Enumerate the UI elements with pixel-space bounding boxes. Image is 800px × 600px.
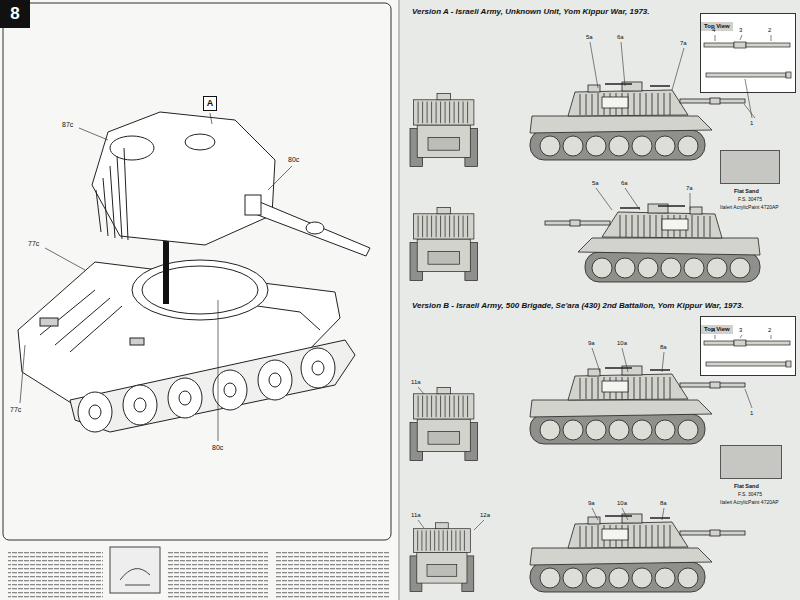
decal-number: 5a [586, 34, 593, 41]
decal-number: 10a [617, 340, 627, 347]
top-view-box: Top View [700, 316, 796, 376]
decal-number: 4 [712, 327, 715, 334]
decal-number: 2 [768, 327, 771, 334]
tank-hull-drawing [18, 260, 355, 432]
decal-number: 9a [588, 500, 595, 507]
decal-number: 9a [588, 340, 595, 347]
decal-number: 10a [617, 500, 627, 507]
decal-number: 7a [686, 185, 693, 192]
right-page [399, 0, 800, 600]
decal-number: 11a [411, 512, 421, 519]
decal-number: 4 [712, 27, 715, 34]
part-number: 77c [28, 240, 39, 248]
decal-number: 3 [739, 27, 742, 34]
step-number: 8 [0, 0, 30, 28]
decal-number: 1 [750, 120, 753, 127]
node-text: Top View [701, 325, 733, 334]
node-text: A [207, 98, 214, 108]
tank-rear-view [410, 208, 478, 281]
turret-drawing [92, 112, 370, 256]
part-number: 87c [62, 121, 73, 129]
tank-rear-view [410, 388, 478, 461]
tank-rear-view [410, 94, 478, 167]
decal-number: 1 [750, 410, 753, 417]
top-view-ground [700, 316, 796, 376]
version-caption: Version A - Israeli Army, Unknown Unit, … [412, 8, 650, 17]
color-swatch [720, 150, 780, 184]
paint-code: F.S. 30475 [738, 492, 762, 498]
tank-side-view [530, 366, 745, 444]
decal-number: 6a [617, 34, 624, 41]
decal-number: 8a [660, 344, 667, 351]
decal-number: 11a [411, 379, 421, 386]
part-number: 80c [288, 156, 299, 164]
instruction-text-block [168, 550, 268, 598]
leader-lines [418, 35, 771, 530]
decal-number: 5a [592, 180, 599, 187]
color-swatch [720, 445, 782, 479]
leader-lines [20, 113, 292, 441]
decal-number: 12a [480, 512, 490, 519]
top-view-box: Top View [700, 13, 796, 93]
part-number: 77c [10, 406, 21, 414]
version-caption: Version B - Israeli Army, 500 Brigade, S… [412, 302, 744, 311]
top-view-ground [700, 13, 796, 93]
paint-name: Flat Sand [734, 188, 759, 194]
tank-rear-view [410, 523, 474, 592]
instruction-text-block [275, 550, 390, 598]
node-text: Top View [701, 22, 733, 31]
decal-number: 2 [768, 27, 771, 34]
instruction-text-block [8, 550, 103, 598]
part-number: 80c [212, 444, 223, 452]
left-page [0, 0, 399, 600]
decal-icon [120, 569, 150, 585]
decal-number: 6a [621, 180, 628, 187]
paint-code: F.S. 30475 [738, 197, 762, 203]
paint-code: Italeri AcrylicPaint 4720AP [720, 500, 779, 506]
tank-side-view [530, 82, 745, 160]
view-tag: A [203, 96, 217, 111]
node-text: 8 [10, 4, 19, 24]
barrel-top-view [704, 42, 791, 367]
decal-number: 7a [680, 40, 687, 47]
paint-code: Italeri AcrylicPaint 4720AP [720, 205, 779, 211]
decal-number: 8a [660, 500, 667, 507]
step-frame [3, 3, 391, 540]
tank-side-view [530, 514, 745, 592]
page-gutter [398, 0, 400, 600]
paint-name: Flat Sand [734, 483, 759, 489]
decal-icon [110, 547, 160, 593]
decal-number: 3 [739, 327, 742, 334]
tank-side-view [545, 204, 760, 282]
